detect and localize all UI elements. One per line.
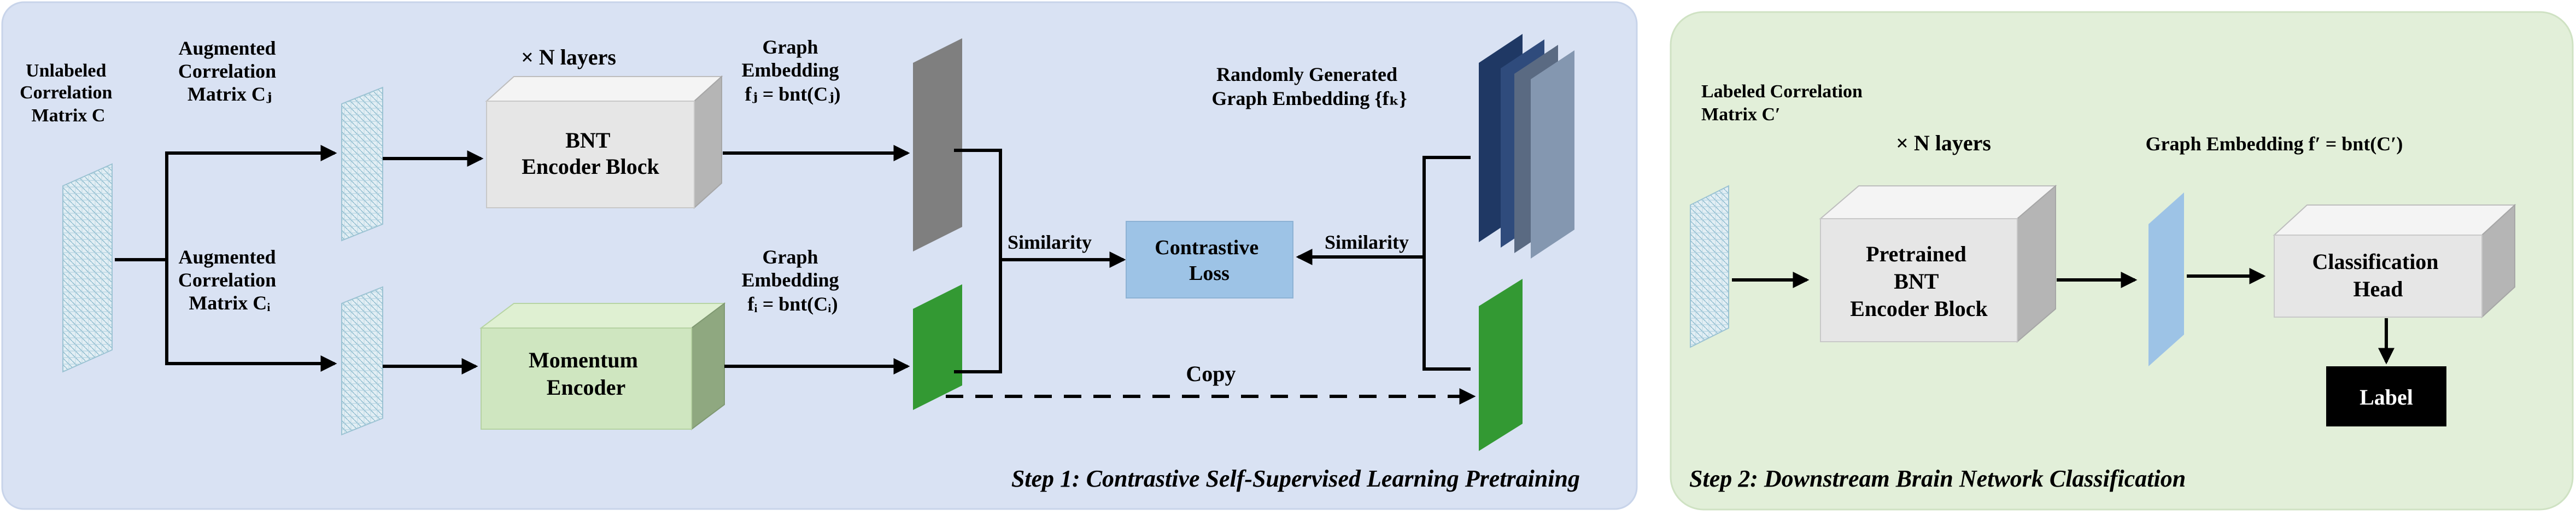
graph-embedding-j	[913, 38, 962, 251]
graph-embedding-i	[913, 284, 962, 410]
label-output-box: Label	[2326, 366, 2446, 426]
contrastive-loss-box: Contrastive Loss	[1126, 221, 1293, 299]
step2-input-label: Labeled Correlation Matrix C′	[1701, 81, 1867, 125]
copied-embedding	[1479, 279, 1523, 451]
svg-text:Momentum Encoder: Momentum Encoder	[529, 348, 643, 400]
step2-emb-label: Graph Embedding f′ = bnt(C′)	[2146, 133, 2403, 155]
step2-caption: Step 2: Downstream Brain Network Classif…	[1689, 465, 2186, 492]
svg-text:Classification Head: Classification Head	[2312, 249, 2444, 301]
classification-head-block: Classification Head	[2273, 203, 2516, 319]
emb-i-label: Graph Embedding fᵢ = bnt(Cᵢ)	[741, 246, 844, 315]
step2-layers-label: × N layers	[1896, 131, 1991, 155]
svg-text:Label: Label	[2360, 385, 2413, 409]
aug-j-label: Augmented Correlation Matrix Cⱼ	[178, 37, 281, 105]
svg-text:Pretrained BNT Enc: Pretrained BNT Encoder Block	[1850, 242, 1988, 321]
step1-caption: Step 1: Contrastive Self-Supervised Lear…	[1011, 465, 1580, 492]
bnt-encoder-block: BNT Encoder Block	[485, 75, 723, 209]
momentum-encoder-block: Momentum Encoder	[479, 302, 726, 430]
copy-label: Copy	[1186, 361, 1236, 386]
input-label: Unlabeled Correlation Matrix C	[20, 61, 117, 126]
similarity-right-label: Similarity	[1325, 231, 1409, 253]
graph-embedding-f-prime	[2148, 192, 2184, 366]
aug-i-label: Augmented Correlation Matrix Cᵢ	[178, 246, 281, 314]
svg-text:BNT Encoder Block: BNT Encoder Block	[522, 128, 659, 179]
random-embedding-stack	[1479, 34, 1574, 259]
pretrained-bnt-block: Pretrained BNT Encoder Block	[1819, 184, 2057, 343]
input-matrix-icon	[62, 163, 113, 373]
step1-panel	[1, 1, 1638, 510]
svg-text:Contrastive Loss: Contrastive Loss	[1155, 236, 1263, 285]
similarity-left-label: Similarity	[1008, 231, 1092, 253]
random-emb-label: Randomly Generated Graph Embedding {fₖ}	[1211, 63, 1407, 109]
aug-matrix-i-icon	[341, 286, 383, 436]
layers-label: × N layers	[521, 45, 616, 69]
labeled-matrix-icon	[1690, 185, 1729, 348]
emb-j-label: Graph Embedding fⱼ = bnt(Cⱼ)	[741, 36, 844, 105]
aug-matrix-j-icon	[341, 86, 383, 242]
